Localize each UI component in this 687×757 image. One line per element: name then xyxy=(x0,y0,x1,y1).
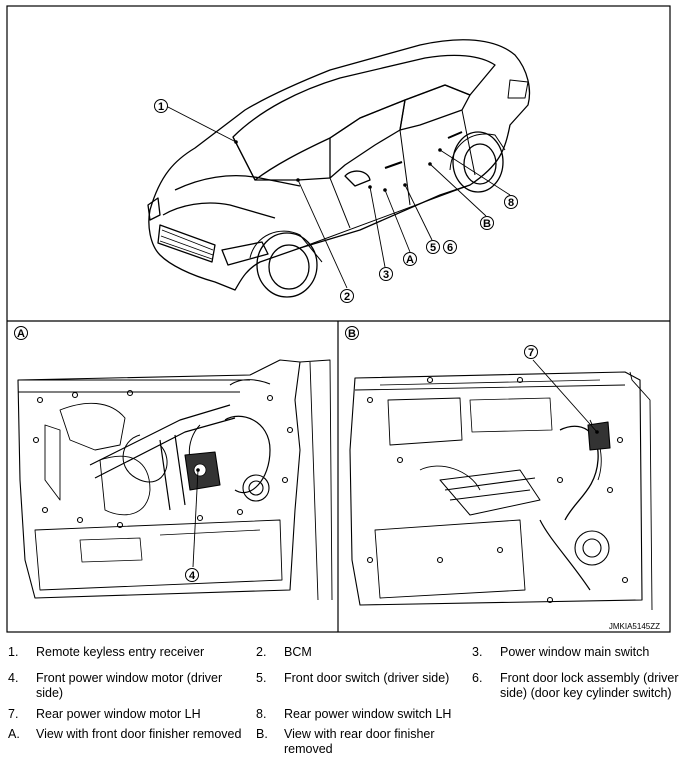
legend-item-6: 6. Front door lock assembly (driver side… xyxy=(472,671,684,701)
legend-item-B-text: View with rear door finisher removed xyxy=(284,727,435,756)
legend-item-2: 2. BCM xyxy=(256,645,461,660)
panel-a-label: A xyxy=(14,326,28,340)
svg-text:B: B xyxy=(348,328,356,340)
callout-2: 2 xyxy=(340,289,354,303)
legend-item-A: A. View with front door finisher removed xyxy=(8,727,248,742)
front-door-illustration xyxy=(17,359,333,601)
legend-item-6-number: 6. xyxy=(472,671,483,685)
legend: 1. Remote keyless entry receiver 2. BCM … xyxy=(0,640,687,756)
panel-b-label: B xyxy=(345,326,359,340)
legend-item-6-text: Front door lock assembly (driver side) (… xyxy=(500,671,679,700)
svg-text:B: B xyxy=(483,218,491,230)
legend-item-1-number: 1. xyxy=(8,645,19,659)
legend-item-B-letter: B. xyxy=(256,727,268,741)
svg-text:7: 7 xyxy=(528,347,534,359)
legend-item-7: 7. Rear power window motor LH xyxy=(8,707,248,722)
svg-text:4: 4 xyxy=(189,570,196,582)
leader-dots xyxy=(234,140,442,192)
svg-text:A: A xyxy=(406,254,414,266)
legend-item-1-text: Remote keyless entry receiver xyxy=(36,645,205,659)
svg-text:A: A xyxy=(17,328,25,340)
callout-6: 6 xyxy=(443,240,457,254)
legend-item-A-text: View with front door finisher removed xyxy=(36,727,242,741)
svg-text:8: 8 xyxy=(508,197,514,209)
legend-item-1: 1. Remote keyless entry receiver xyxy=(8,645,248,660)
legend-item-2-number: 2. xyxy=(256,645,267,659)
legend-item-8-number: 8. xyxy=(256,707,267,721)
legend-item-3: 3. Power window main switch xyxy=(472,645,684,660)
callout-1: 1 xyxy=(154,99,168,113)
callout-A: A xyxy=(403,252,417,266)
callout-5: 5 xyxy=(426,240,440,254)
leader-lines xyxy=(165,105,511,289)
svg-text:1: 1 xyxy=(158,101,164,113)
legend-item-8-text: Rear power window switch LH xyxy=(284,707,452,721)
legend-item-5-number: 5. xyxy=(256,671,267,685)
component-location-diagram: 1 2 3 A 5 6 B 8 A xyxy=(6,5,671,633)
svg-text:5: 5 xyxy=(430,242,436,254)
legend-item-B: B. View with rear door finisher removed xyxy=(256,727,461,757)
car-illustration xyxy=(147,39,531,298)
legend-item-7-text: Rear power window motor LH xyxy=(36,707,201,721)
callout-7: 7 xyxy=(524,345,538,359)
svg-text:2: 2 xyxy=(344,291,350,303)
reference-code: JMKIA5145ZZ xyxy=(609,622,660,631)
legend-item-5-text: Front door switch (driver side) xyxy=(284,671,450,685)
svg-text:6: 6 xyxy=(447,242,453,254)
svg-text:3: 3 xyxy=(383,269,389,281)
legend-item-2-text: BCM xyxy=(284,645,312,659)
legend-item-4-number: 4. xyxy=(8,671,19,685)
callout-3: 3 xyxy=(379,267,393,281)
legend-item-7-number: 7. xyxy=(8,707,19,721)
rear-door-illustration xyxy=(349,371,653,611)
legend-item-4-text: Front power window motor (driver side) xyxy=(36,671,223,700)
leader-4 xyxy=(192,469,199,568)
legend-item-5: 5. Front door switch (driver side) xyxy=(256,671,461,686)
legend-item-A-letter: A. xyxy=(8,727,20,741)
legend-item-4: 4. Front power window motor (driver side… xyxy=(8,671,248,701)
legend-item-3-text: Power window main switch xyxy=(500,645,650,659)
callout-4: 4 xyxy=(185,568,199,582)
callout-B: B xyxy=(480,216,494,230)
legend-item-8: 8. Rear power window switch LH xyxy=(256,707,461,722)
legend-item-3-number: 3. xyxy=(472,645,483,659)
leader-7 xyxy=(532,359,598,433)
callout-8: 8 xyxy=(504,195,518,209)
